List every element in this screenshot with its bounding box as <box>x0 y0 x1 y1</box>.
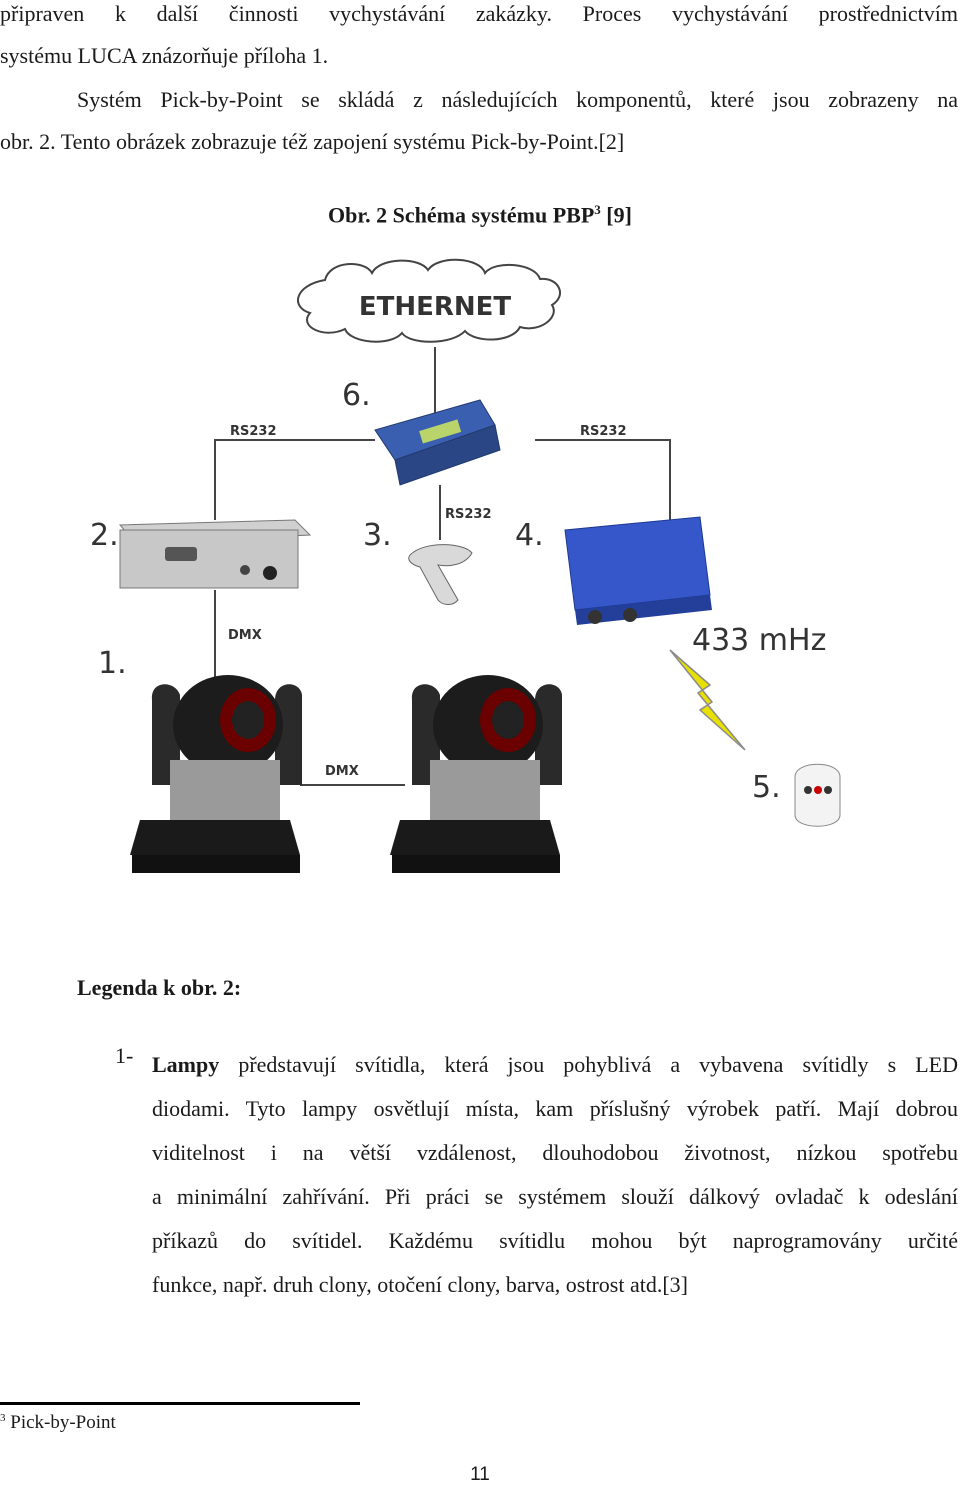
rs232-label-scanner: RS232 <box>445 507 492 522</box>
legend-line-2: diodami. Tyto lampy osvětlují místa, kam… <box>152 1096 958 1121</box>
paragraph-line-3: Systém Pick-by-Point se skládá z následu… <box>77 87 958 112</box>
footnote-text: Pick-by-Point <box>5 1412 116 1433</box>
footnote: 3 Pick-by-Point <box>0 1412 116 1434</box>
barcode-scanner <box>408 544 473 605</box>
rs232-label-left: RS232 <box>230 424 277 439</box>
legend-item-number: 1- <box>115 1043 134 1068</box>
paragraph-line-4: obr. 2. Tento obrázek zobrazuje též zapo… <box>0 129 625 154</box>
rs232-link-left <box>214 439 375 520</box>
number-4: 4. <box>515 518 544 553</box>
footnote-number: 3 <box>0 1412 6 1424</box>
wireless-signal-icon <box>669 649 746 751</box>
legend-line-1: Lampy představují svítidla, která jsou p… <box>152 1052 958 1077</box>
legend-title: Legenda k obr. 2: <box>77 975 242 1000</box>
dmx-controller-box <box>118 519 312 589</box>
number-5: 5. <box>752 770 781 805</box>
legend-item-text: Lampy představují svítidla, která jsou p… <box>152 1043 958 1307</box>
radio-transmitter-box <box>564 516 712 625</box>
caption-footnote-ref: 3 <box>594 202 601 217</box>
moving-head-lamp-left <box>130 675 302 873</box>
paragraph-line-2: systému LUCA znázorňuje příloha 1. <box>0 43 329 68</box>
footnote-separator <box>0 1402 360 1405</box>
page-number: 11 <box>470 1464 490 1485</box>
paragraph-line-1: připraven k další činnosti vychystávání … <box>0 1 958 26</box>
remote-control <box>794 763 841 827</box>
legend-line-6: funkce, např. druh clony, otočení clony,… <box>152 1272 688 1297</box>
pbp-system-diagram: ETHERNET RS232 RS232 RS232 DMX DMX 6. 2.… <box>90 258 841 873</box>
number-1: 1. <box>98 646 127 681</box>
number-2: 2. <box>90 518 119 553</box>
legend-line-5: příkazů do svítidel. Každému svítidlu mo… <box>152 1228 958 1253</box>
number-3: 3. <box>363 518 392 553</box>
network-controller-device <box>374 399 501 486</box>
moving-head-lamp-right <box>390 675 562 873</box>
legend-line-4: a minimální zahřívání. Při práci se syst… <box>152 1184 958 1209</box>
ethernet-cloud: ETHERNET <box>297 258 561 343</box>
rs232-label-right: RS232 <box>580 424 627 439</box>
rs232-link-right <box>535 439 671 520</box>
dmx-label-mid: DMX <box>325 764 359 779</box>
ethernet-label: ETHERNET <box>359 292 512 322</box>
figure-caption: Obr. 2 Schéma systému PBP3 [9] <box>328 202 632 228</box>
legend-item-term: Lampy <box>152 1052 220 1077</box>
dmx-label-top: DMX <box>228 628 262 643</box>
number-6: 6. <box>342 378 371 413</box>
legend-line-3: viditelnost i na větší vzdálenost, dlouh… <box>152 1140 958 1165</box>
frequency-label: 433 mHz <box>692 623 826 658</box>
